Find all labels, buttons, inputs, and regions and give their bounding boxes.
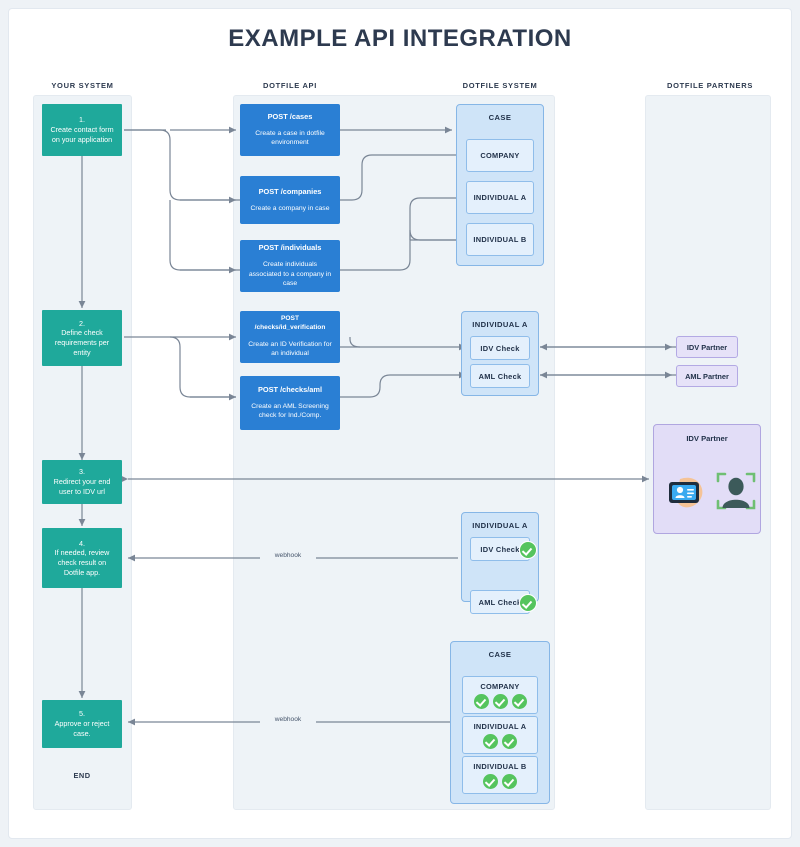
api-endpoint-post-companies-path: POST /companies <box>258 186 322 196</box>
case-top-title: CASE <box>488 113 512 122</box>
column-header-dotfile-api: DOTFILE API <box>262 81 318 90</box>
step-4-number: 4. <box>79 538 85 548</box>
step-3-number: 3. <box>79 467 85 477</box>
case-bottom-title: CASE <box>488 650 512 659</box>
entity-individual-b-top[interactable]: INDIVIDUAL B <box>466 223 534 256</box>
step-1-text: Create contact form on your application <box>50 125 114 144</box>
check-complete-icon <box>519 541 537 559</box>
webhook-label-step4: webhook <box>260 552 316 559</box>
check-aml-completed[interactable]: AML Check <box>470 590 537 614</box>
individual-a-done-title: INDIVIDUAL A <box>472 521 528 530</box>
check-idv-completed-label: IDV Check <box>480 544 520 554</box>
step-3-redirect-to-idv-url[interactable]: 3. Redirect your end user to IDV url <box>42 460 122 504</box>
step-5-text: Approve or reject case. <box>54 719 110 738</box>
api-endpoint-aml-path: POST /checks/aml <box>257 384 323 394</box>
individual-a-check-badges <box>483 733 517 749</box>
face-scan-icon <box>716 472 756 510</box>
step-5-number: 5. <box>79 709 85 719</box>
api-endpoint-post-companies-desc: Create a company in case <box>250 204 330 212</box>
check-complete-icon <box>483 733 498 749</box>
entity-company-bottom[interactable]: COMPANY <box>462 676 538 714</box>
entity-individual-b-bottom-label: INDIVIDUAL B <box>473 761 527 771</box>
partner-idv[interactable]: IDV Partner <box>676 336 738 358</box>
step-2-text: Define check requirements per entity <box>54 328 110 357</box>
step-2-define-check-requirements[interactable]: 2. Define check requirements per entity <box>42 310 122 366</box>
check-idv[interactable]: IDV Check <box>470 336 530 360</box>
check-idv-completed[interactable]: IDV Check <box>470 537 537 561</box>
step-1-create-contact-form[interactable]: 1. Create contact form on your applicati… <box>42 104 122 156</box>
column-header-dotfile-partners: DOTFILE PARTNERS <box>666 81 754 90</box>
column-header-your-system: YOUR SYSTEM <box>51 81 114 90</box>
entity-individual-a-bottom[interactable]: INDIVIDUAL A <box>462 716 538 754</box>
end-label: END <box>73 771 91 780</box>
step-4-text: If needed, review check result on Dotfil… <box>54 548 110 577</box>
individual-a-checks-title: INDIVIDUAL A <box>472 320 528 329</box>
entity-individual-a-top[interactable]: INDIVIDUAL A <box>466 181 534 214</box>
step-2-number: 2. <box>79 318 85 328</box>
check-complete-icon <box>502 733 517 749</box>
company-check-badges <box>473 693 527 709</box>
entity-company-top[interactable]: COMPANY <box>466 139 534 172</box>
entity-individual-b-bottom[interactable]: INDIVIDUAL B <box>462 756 538 794</box>
check-complete-icon <box>473 693 489 709</box>
api-endpoint-post-cases[interactable]: POST /cases Create a case in dotfile env… <box>240 104 340 156</box>
entity-company-bottom-label: COMPANY <box>480 681 520 691</box>
api-endpoint-post-individuals-path: POST /individuals <box>258 242 322 252</box>
check-aml[interactable]: AML Check <box>470 364 530 388</box>
api-endpoint-id-verification-path: POST /checks/id_verification <box>254 314 326 331</box>
step-4-review-check-result[interactable]: 4. If needed, review check result on Dot… <box>42 528 122 588</box>
check-complete-icon <box>519 594 537 612</box>
step-5-approve-or-reject[interactable]: 5. Approve or reject case. <box>42 700 122 748</box>
step-3-text: Redirect your end user to IDV url <box>53 477 111 496</box>
id-card-hand-icon <box>669 477 703 508</box>
check-complete-icon <box>483 773 498 789</box>
api-endpoint-aml-desc: Create an AML Screening check for Ind./C… <box>251 402 329 420</box>
partner-aml[interactable]: AML Partner <box>676 365 738 387</box>
api-endpoint-post-checks-id-verification[interactable]: POST /checks/id_verification Create an I… <box>240 311 340 363</box>
check-complete-icon <box>511 693 527 709</box>
api-endpoint-id-verification-desc: Create an ID Verification for an individ… <box>248 340 332 358</box>
idv-partner-panel-title: IDV Partner <box>686 434 728 443</box>
entity-individual-a-bottom-label: INDIVIDUAL A <box>473 721 527 731</box>
step-1-number: 1. <box>79 115 85 125</box>
api-endpoint-post-cases-path: POST /cases <box>267 111 313 121</box>
api-endpoint-post-cases-desc: Create a case in dotfile environment <box>255 129 325 147</box>
check-aml-completed-label: AML Check <box>478 597 522 607</box>
api-endpoint-post-checks-aml[interactable]: POST /checks/aml Create an AML Screening… <box>240 376 340 430</box>
api-endpoint-post-individuals-desc: Create individuals associated to a compa… <box>248 260 332 288</box>
column-header-dotfile-system: DOTFILE SYSTEM <box>462 81 538 90</box>
check-complete-icon <box>492 693 508 709</box>
api-endpoint-post-individuals[interactable]: POST /individuals Create individuals ass… <box>240 240 340 292</box>
check-complete-icon <box>502 773 517 789</box>
individual-b-check-badges <box>483 773 517 789</box>
page-title: EXAMPLE API INTEGRATION <box>228 25 572 52</box>
api-endpoint-post-companies[interactable]: POST /companies Create a company in case <box>240 176 340 224</box>
webhook-label-step5: webhook <box>260 716 316 723</box>
idv-partner-panel: IDV Partner <box>653 424 761 534</box>
